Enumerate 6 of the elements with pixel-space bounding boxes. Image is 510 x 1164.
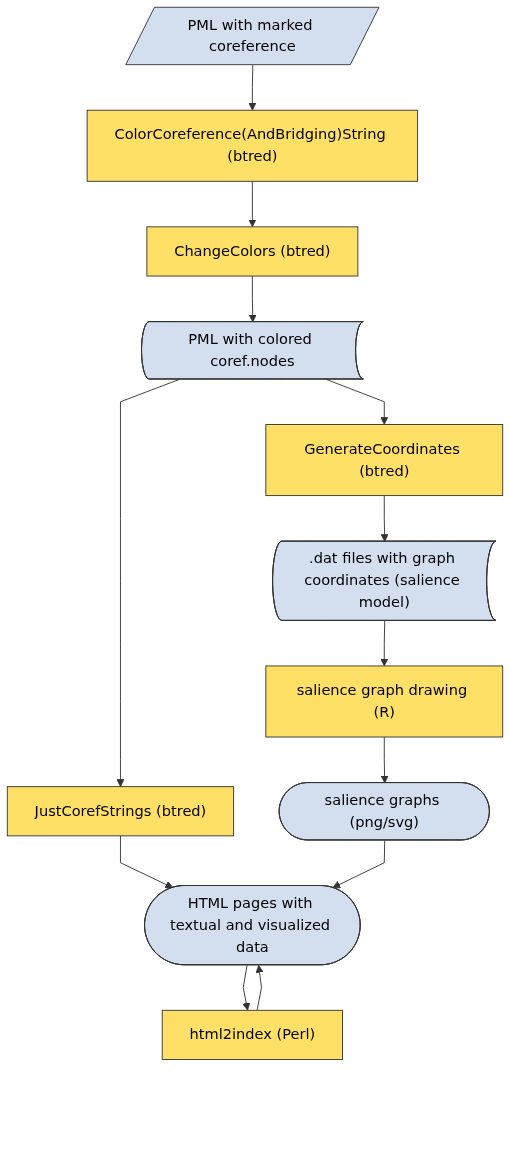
- node-box: ColorCoreference(AndBridging)String (btred): [86, 109, 419, 182]
- node-box: ChangeColors (btred): [146, 226, 359, 277]
- node-box: html2index (Perl): [161, 1009, 343, 1060]
- node-box: JustCorefStrings (btred): [6, 786, 235, 837]
- node-box: GenerateCoordinates (btred): [265, 424, 504, 497]
- node-box: salience graph drawing (R): [265, 665, 504, 738]
